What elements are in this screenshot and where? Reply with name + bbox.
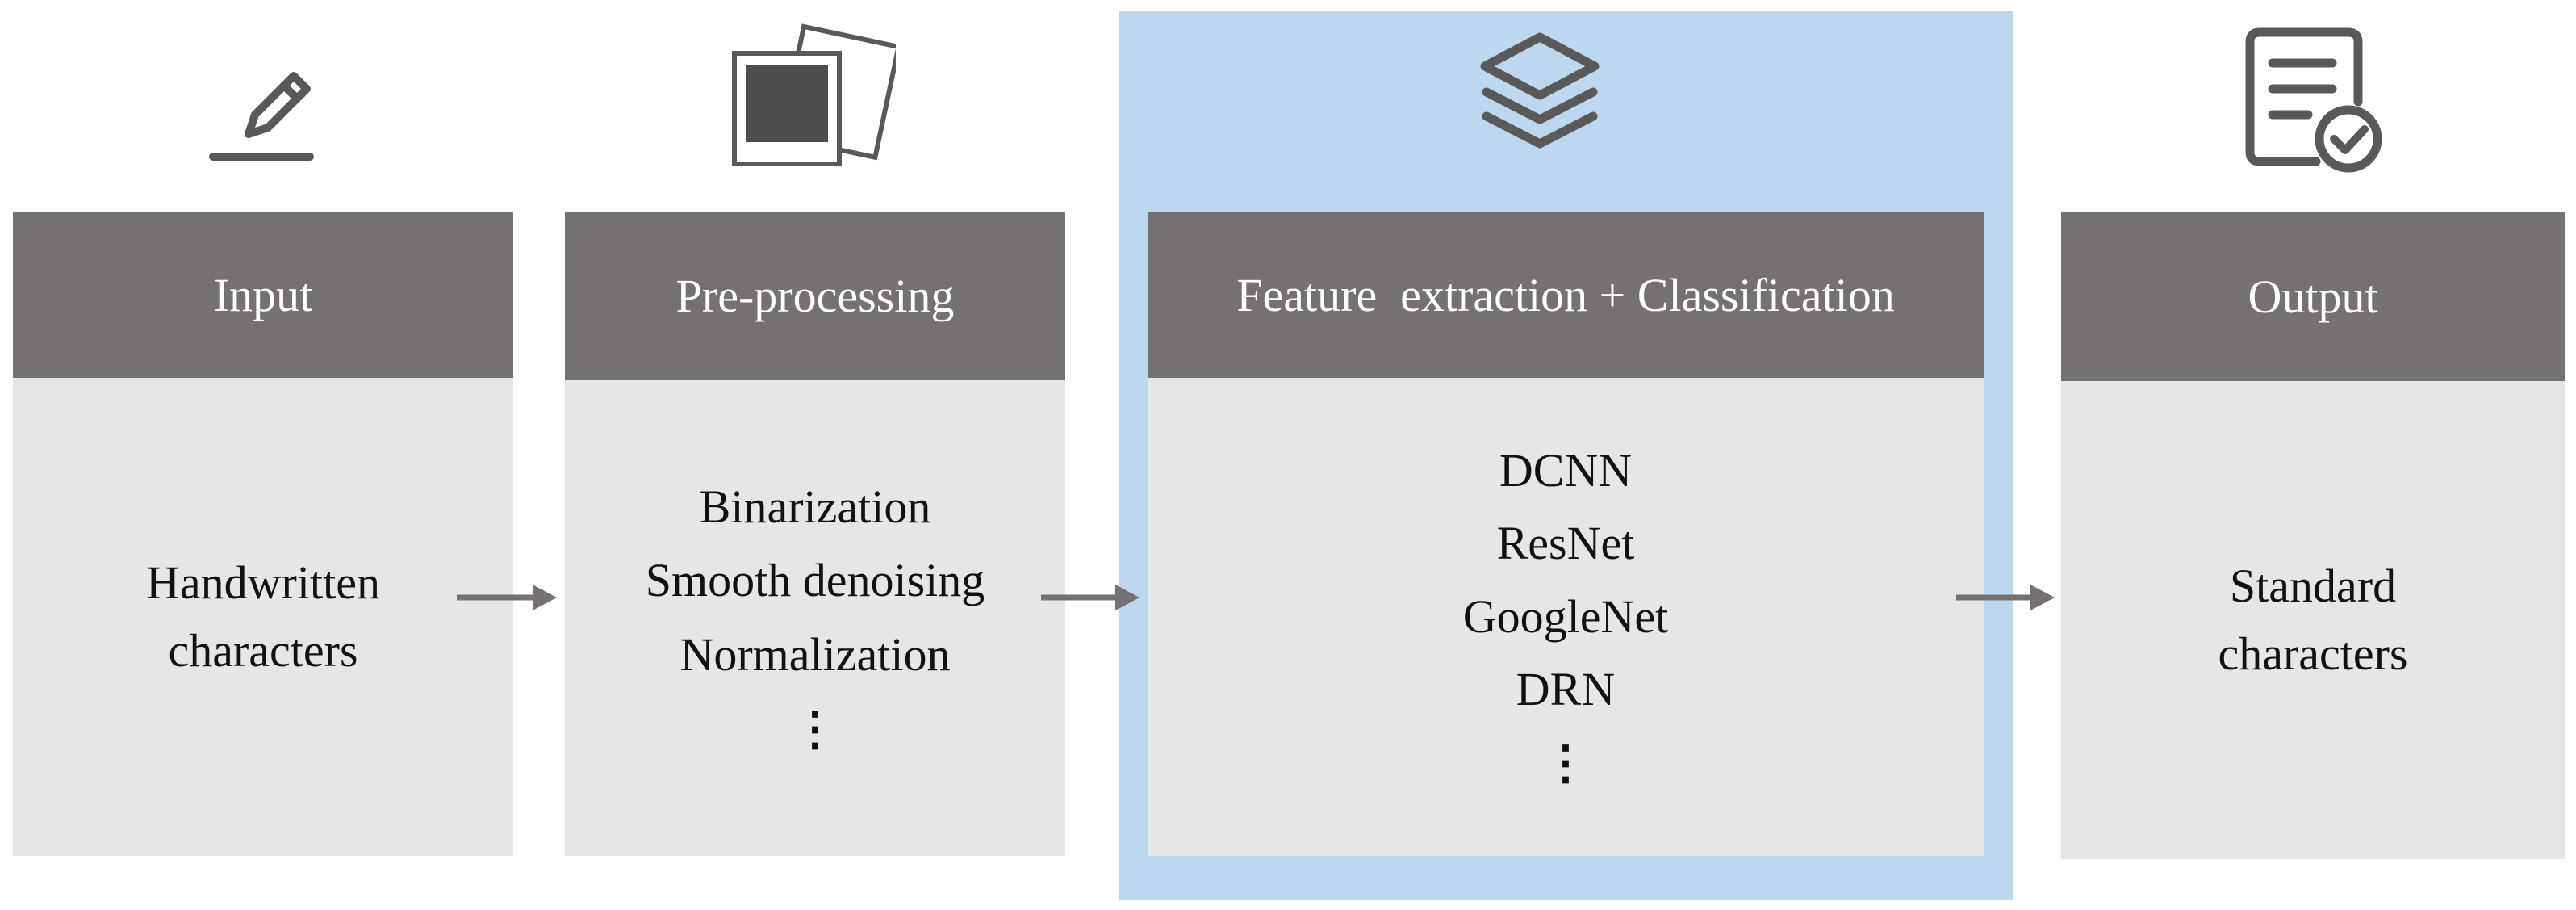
arrow-input-to-preprocessing bbox=[457, 585, 557, 610]
checklist-icon bbox=[2235, 24, 2389, 178]
stage-feature-title: Feature extraction + Classification bbox=[1236, 268, 1895, 321]
stage-output-line: characters bbox=[2218, 627, 2408, 680]
stage-output-title: Output bbox=[2248, 270, 2378, 323]
layers-icon bbox=[1475, 29, 1604, 158]
stage-feature-line: ⋮ bbox=[1542, 736, 1589, 789]
photos-icon bbox=[726, 21, 896, 166]
stage-preprocessing-body: Binarization Smooth denoising Normalizat… bbox=[565, 380, 1065, 856]
stage-feature-line: GoogleNet bbox=[1462, 589, 1669, 643]
stage-preprocessing-header: Pre-processing bbox=[565, 212, 1065, 380]
stage-output-body: Standard characters bbox=[2061, 381, 2565, 859]
pencil-icon bbox=[202, 57, 323, 170]
stage-input-title: Input bbox=[213, 268, 313, 321]
stage-preprocessing-line: Smooth denoising bbox=[645, 554, 985, 607]
stage-input-line: Handwritten bbox=[146, 556, 380, 609]
stage-feature-header: Feature extraction + Classification bbox=[1148, 212, 1984, 378]
stage-feature-line: DRN bbox=[1516, 663, 1616, 716]
stage-preprocessing-line: Normalization bbox=[680, 628, 951, 681]
stage-preprocessing-line: ⋮ bbox=[792, 702, 838, 755]
stage-preprocessing-line: Binarization bbox=[699, 480, 931, 533]
stage-output-header: Output bbox=[2061, 212, 2565, 381]
stage-output-line: Standard bbox=[2229, 559, 2397, 612]
arrow-feature-to-output bbox=[1956, 585, 2055, 610]
stage-preprocessing-title: Pre-processing bbox=[675, 269, 955, 322]
stage-feature-line: ResNet bbox=[1496, 517, 1635, 570]
stage-input-header: Input bbox=[13, 212, 513, 378]
stage-input-body: Handwritten characters bbox=[13, 378, 513, 856]
stage-input-line: characters bbox=[168, 624, 358, 677]
stage-feature-body: DCNN ResNet GoogleNet DRN ⋮ bbox=[1148, 378, 1984, 856]
arrow-preprocessing-to-feature bbox=[1041, 585, 1140, 610]
stage-feature-line: DCNN bbox=[1499, 443, 1633, 497]
